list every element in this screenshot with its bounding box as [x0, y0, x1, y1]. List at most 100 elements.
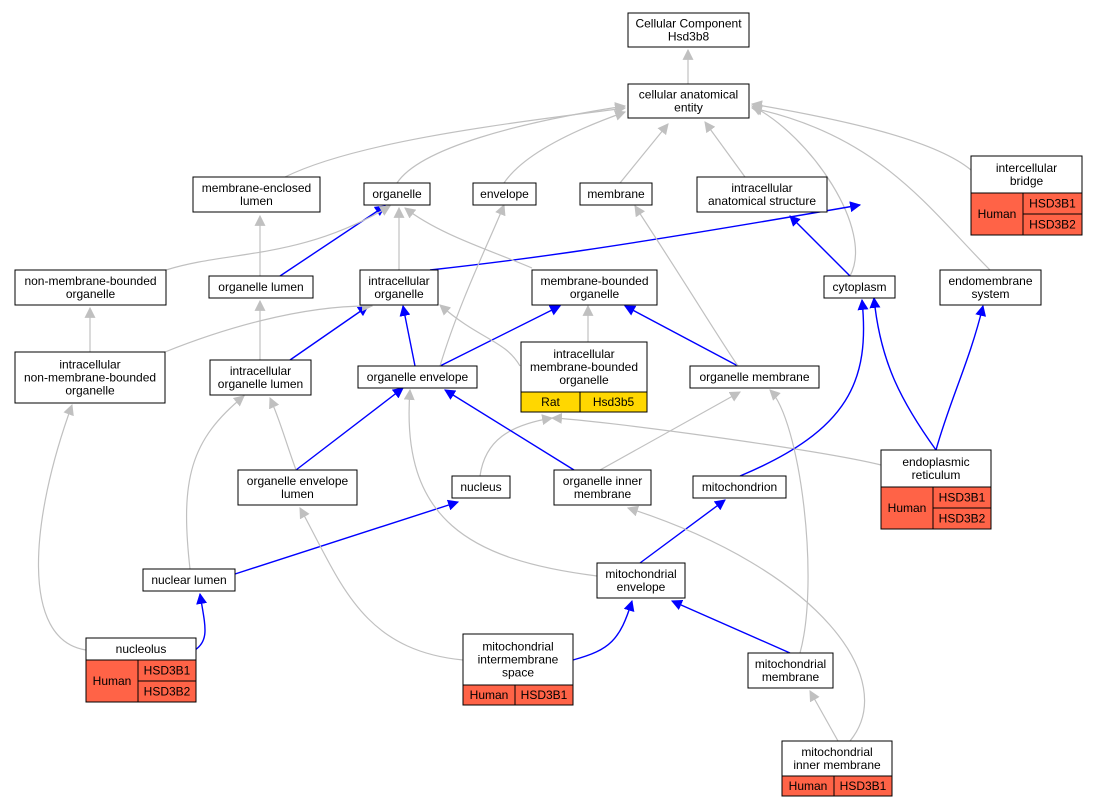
annotation-table [781, 775, 893, 797]
node-label: entity [674, 101, 703, 115]
edge-blue-36 [234, 499, 460, 575]
node-label: envelope [617, 580, 666, 594]
node-ol[interactable]: organelle lumen [208, 275, 314, 299]
node-label: lumen [240, 194, 273, 208]
edge-blue-25 [624, 305, 739, 367]
node-label: mitochondrial [482, 640, 553, 654]
node-cyt[interactable]: cytoplasm [823, 275, 896, 299]
node-nl[interactable]: nuclear lumen [142, 568, 236, 592]
node-box [359, 269, 439, 306]
edge-blue-44 [670, 599, 791, 654]
node-label: Hsd3b8 [668, 30, 710, 44]
node-label: intercellular [996, 161, 1057, 175]
node-mito[interactable]: mitochondrion [692, 475, 787, 499]
node-box [970, 155, 1083, 194]
node-label: membrane-bounded [540, 274, 648, 288]
node-box [823, 275, 896, 299]
node-label: envelope [480, 187, 529, 201]
node-box [696, 176, 828, 213]
edge-blue-33 [444, 389, 575, 471]
node-box [939, 269, 1042, 306]
node-box [209, 359, 312, 396]
edge-grey-11 [165, 205, 391, 271]
node-label: nucleolus [116, 642, 167, 656]
gene-label: HSD3B1 [521, 688, 568, 702]
node-box [596, 562, 686, 599]
edge-grey-47 [626, 505, 866, 742]
node-mem[interactable]: membrane [579, 182, 653, 206]
annotation-table [462, 684, 574, 706]
node-box [579, 182, 653, 206]
edge-grey-14 [404, 207, 533, 269]
node-label: organelle lumen [218, 280, 303, 294]
node-box [14, 351, 166, 404]
gene-label: HSD3B1 [1029, 197, 1076, 211]
node-oenv[interactable]: organelle envelope [357, 365, 478, 389]
edge-grey-29 [550, 412, 882, 466]
edge-grey-6 [751, 105, 856, 277]
node-label: endomembrane [948, 274, 1032, 288]
species-label: Human [470, 688, 509, 702]
node-label: reticulum [912, 468, 961, 482]
node-box [142, 568, 236, 592]
node-om[interactable]: organelle membrane [689, 365, 820, 389]
node-label: membrane-enclosed [202, 181, 311, 195]
node-label: non-membrane-bounded [24, 274, 156, 288]
edge-grey-1 [284, 103, 627, 178]
gene-label: HSD3B1 [939, 491, 986, 505]
node-label: mitochondrial [755, 657, 826, 671]
node-label: membrane [574, 487, 632, 501]
node-label: organelle [374, 287, 424, 301]
node-label: membrane [587, 187, 645, 201]
node-box [689, 365, 820, 389]
node-box [472, 182, 537, 206]
edge-grey-22 [439, 203, 506, 367]
node-label: intracellular [230, 364, 291, 378]
gene-label: HSD3B2 [939, 512, 986, 526]
node-label: membrane [762, 670, 820, 684]
node-label: endoplasmic [902, 455, 969, 469]
node-label: nucleus [460, 480, 501, 494]
annotation-table [520, 391, 648, 413]
edge-grey-5 [704, 121, 746, 178]
node-env[interactable]: envelope [472, 182, 537, 206]
edge-blue-15 [789, 215, 851, 277]
node-label: organelle [66, 287, 116, 301]
species-label: Human [789, 779, 828, 793]
node-inmbo[interactable]: intracellularnon-membrane-boundedorganel… [14, 351, 166, 404]
node-label: intracellular [368, 274, 429, 288]
node-nuc[interactable]: nucleus [451, 475, 511, 499]
node-label: intracellular [553, 347, 614, 361]
node-label: intracellular [59, 358, 120, 372]
node-label: organelle envelope [247, 474, 349, 488]
edge-grey-46 [809, 690, 839, 742]
node-imbo[interactable]: intracellularmembrane-boundedorganelleRa… [520, 341, 648, 413]
node-box [627, 12, 750, 48]
node-box [520, 341, 648, 393]
node-label: organelle [559, 373, 609, 387]
edge-grey-19 [164, 300, 374, 353]
edge-grey-37 [185, 395, 245, 570]
node-org[interactable]: organelle [363, 182, 431, 206]
edge-blue-40 [194, 592, 208, 651]
edge-grey-43 [299, 507, 464, 661]
